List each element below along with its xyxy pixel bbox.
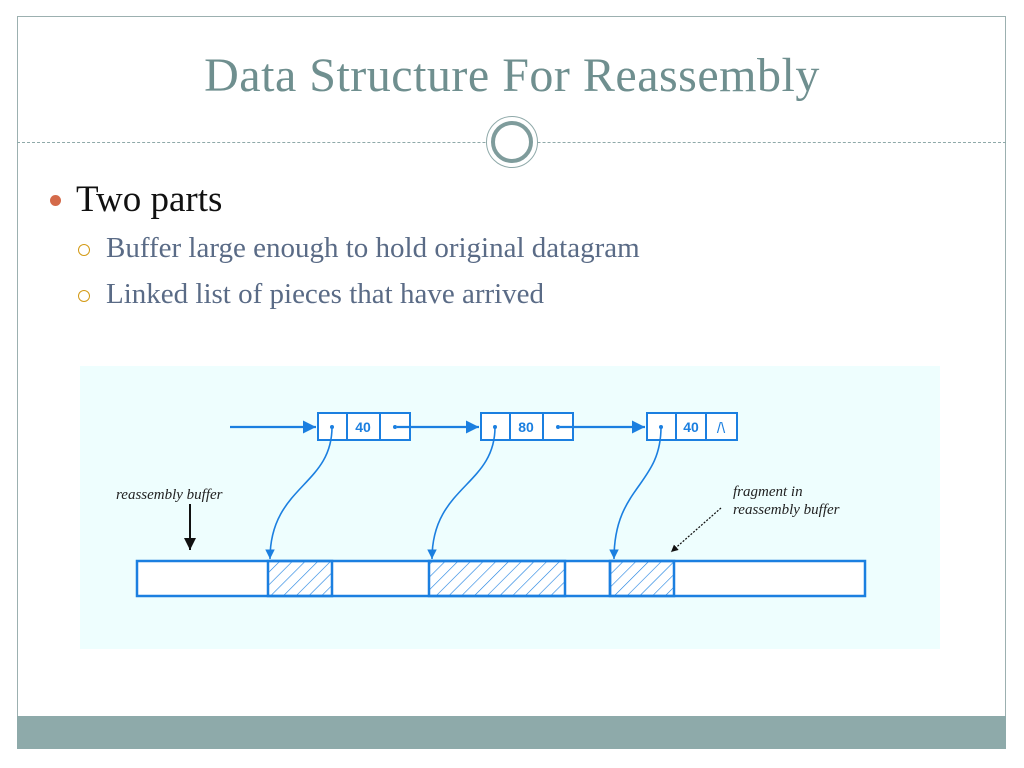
bullet-dot-icon xyxy=(50,195,61,206)
slide-footer-bar xyxy=(17,716,1006,749)
reassembly-buffer xyxy=(135,559,867,598)
title-circle-ornament xyxy=(486,116,538,168)
reassembly-buffer-label: reassembly buffer xyxy=(116,487,223,503)
sub-bullet-buffer: Buffer large enough to hold original dat… xyxy=(106,232,640,264)
buffer-fragment-3 xyxy=(608,559,676,598)
fragment-label-line-1: fragment in xyxy=(733,484,803,500)
node-2-fragment-pointer xyxy=(427,426,496,560)
node-3-fragment-pointer xyxy=(609,426,662,560)
node-2-length: 80 xyxy=(518,419,534,435)
circle-ornament-icon xyxy=(491,121,533,163)
list-node-1: 40 xyxy=(317,412,411,441)
node-1-fragment-pointer xyxy=(265,426,333,560)
node-3-length: 40 xyxy=(683,419,699,435)
bullet-two-parts: Two parts xyxy=(76,179,223,220)
reassembly-diagram-svg: 40 80 40 /\ xyxy=(116,412,867,598)
null-pointer-symbol: /\ xyxy=(717,420,726,437)
sub-bullet-linked-list: Linked list of pieces that have arrived xyxy=(106,278,545,310)
buffer-fragment-2 xyxy=(427,559,567,598)
list-node-3: 40 /\ xyxy=(646,412,738,441)
fragment-label-line-2: reassembly buffer xyxy=(733,502,840,518)
sub-bullet-ring-icon xyxy=(78,290,90,302)
slide-title: Data Structure For Reassembly xyxy=(204,49,820,102)
fragment-label-arrow xyxy=(670,507,722,553)
buffer-fragment-1 xyxy=(266,559,334,598)
sub-bullet-ring-icon xyxy=(78,244,90,256)
reassembly-diagram: 40 80 40 /\ xyxy=(80,366,940,649)
node-1-length: 40 xyxy=(355,419,371,435)
